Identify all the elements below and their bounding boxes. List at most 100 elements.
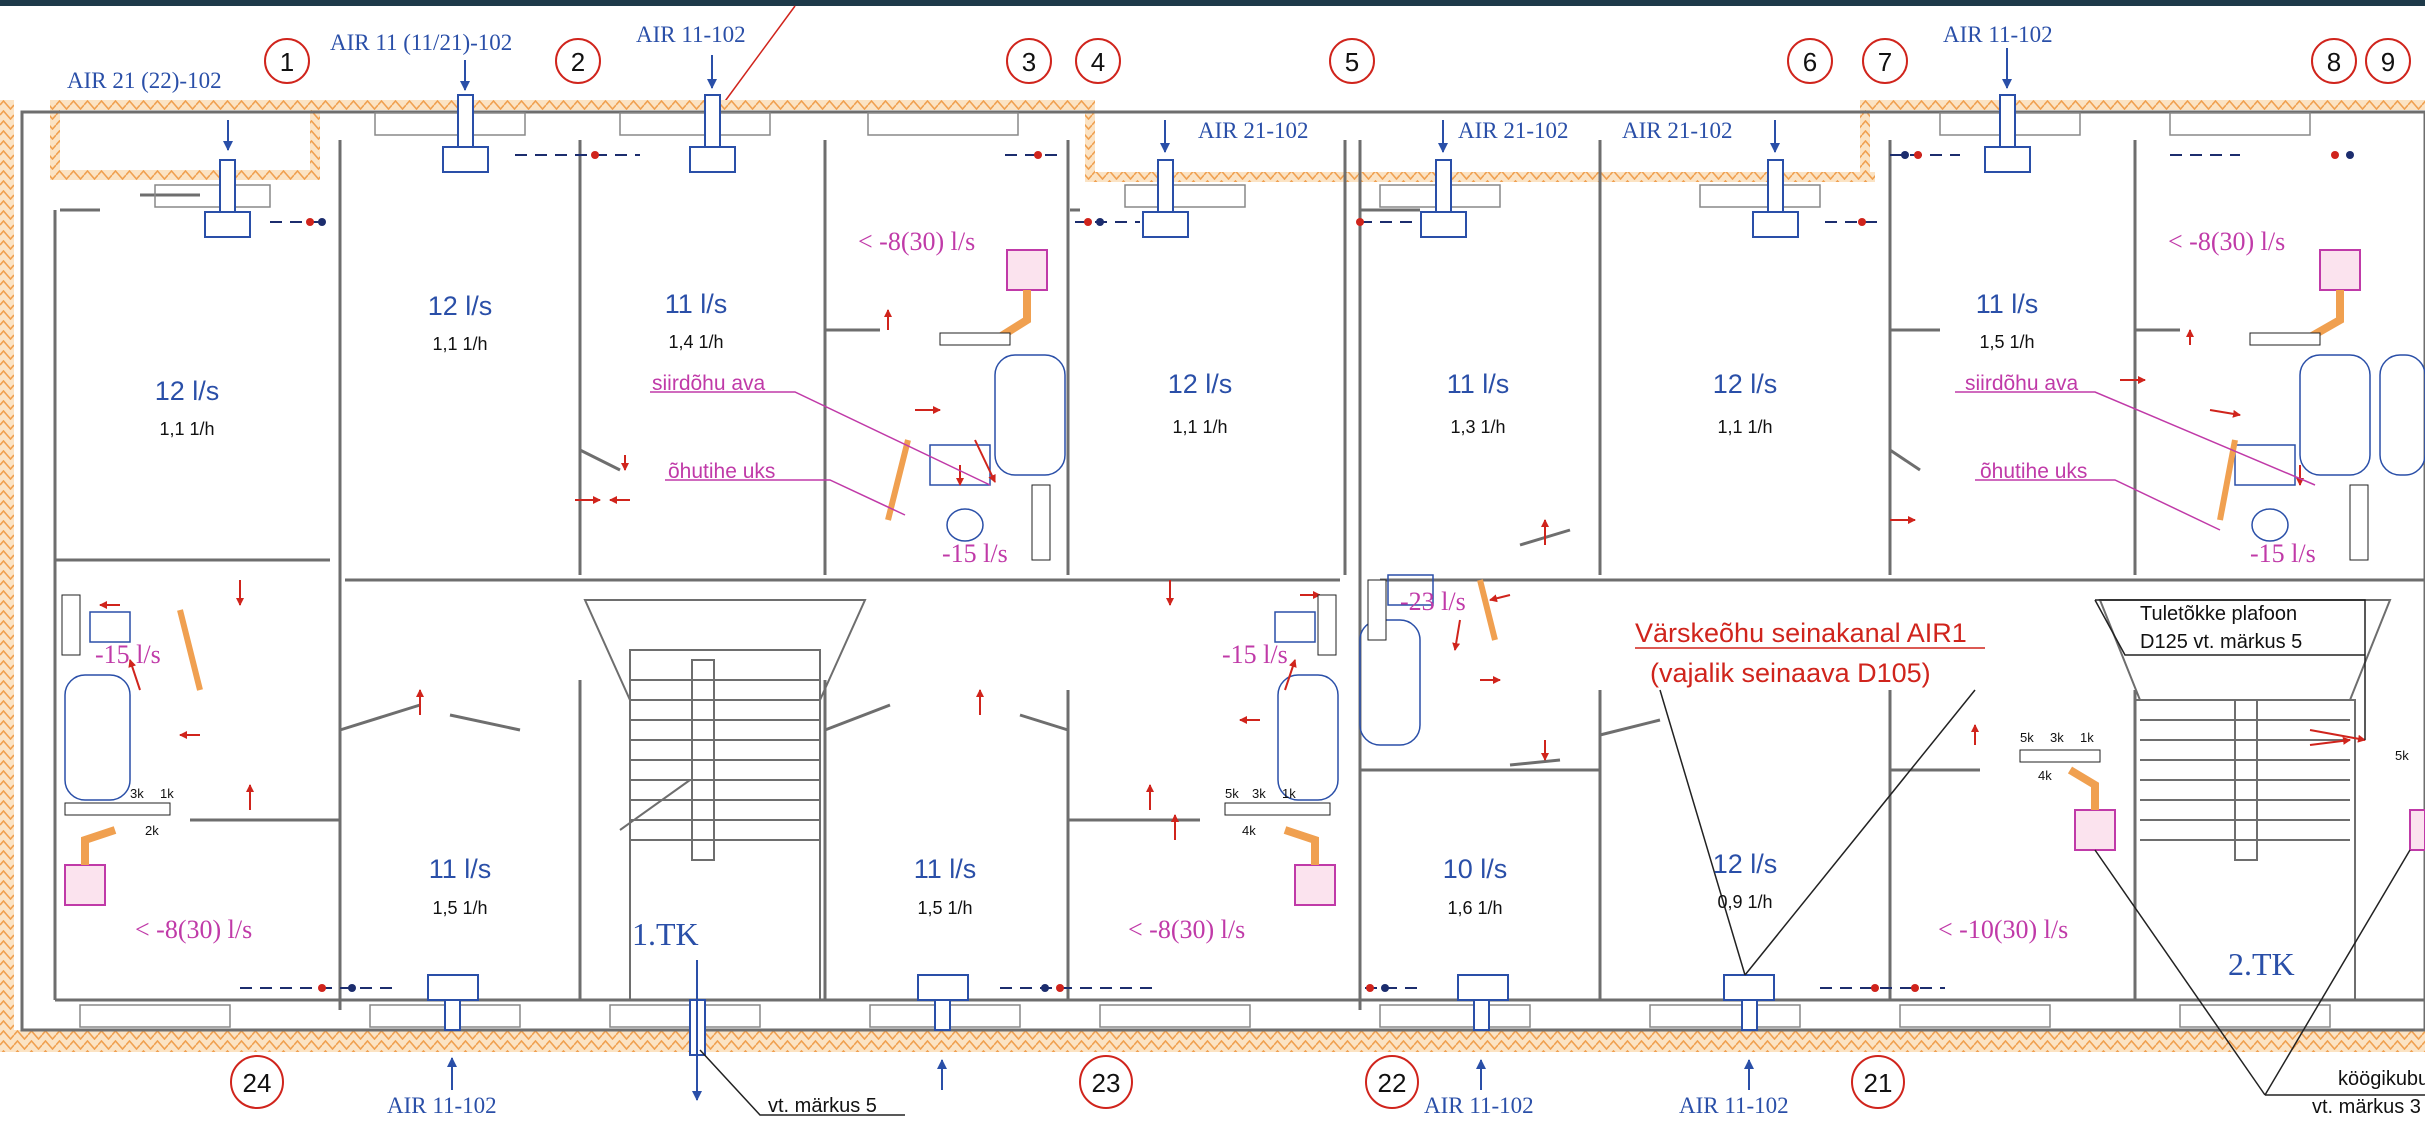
supply-ducts — [204, 94, 2031, 1056]
valve-label: 5k — [1225, 786, 1239, 801]
valve-label: 3k — [130, 786, 144, 801]
valve-label: 2k — [145, 823, 159, 838]
exhaust-ducts — [64, 249, 2425, 906]
room-flow: 12 l/s — [428, 291, 493, 321]
exhaust-bath: -15 l/s — [1222, 640, 1288, 669]
valve-label: 1k — [160, 786, 174, 801]
fire-door-note: õhutihe uks — [1980, 460, 2087, 483]
fire-door-note: õhutihe uks — [668, 460, 775, 483]
axis-number: 1 — [280, 47, 294, 77]
room-flow: 11 l/s — [665, 289, 728, 319]
supply-arrows — [223, 48, 2012, 1101]
leader-lines — [650, 391, 2425, 1116]
room-flow: 12 l/s — [1168, 369, 1233, 399]
service-lines — [240, 154, 2240, 989]
room-rate: 0,9 1/h — [1717, 892, 1772, 912]
axis-number: 8 — [2327, 47, 2341, 77]
axis-marker — [264, 38, 310, 84]
room-flow: 11 l/s — [429, 854, 492, 884]
valve-label: 3k — [1252, 786, 1266, 801]
room-flow: 12 l/s — [155, 376, 220, 406]
axis-number: 23 — [1092, 1068, 1121, 1098]
air-label: AIR 21-102 — [1622, 118, 1733, 143]
room-rate: 1,5 1/h — [1979, 332, 2034, 352]
stair-label: 2.TK — [2228, 946, 2295, 982]
air-label: AIR 21-102 — [1458, 118, 1569, 143]
exhaust-kitchen: < -8(30) l/s — [1128, 915, 1245, 944]
windows — [79, 112, 2331, 1028]
axis-number: 5 — [1345, 47, 1359, 77]
exhaust-kitchen: < -8(30) l/s — [2168, 227, 2285, 256]
exhaust-kitchen: < -8(30) l/s — [858, 227, 975, 256]
room-rate: 1,5 1/h — [917, 898, 972, 918]
room-rate: 1,1 1/h — [1717, 417, 1772, 437]
fresh-air-note: Värskeõhu seinakanal AIR1 — [1635, 618, 1967, 648]
room-flow: 11 l/s — [1976, 289, 2039, 319]
axis-marker — [1365, 1055, 1419, 1109]
room-rate: 1,5 1/h — [432, 898, 487, 918]
fire-plafond-note-sub: D125 vt. märkus 5 — [2140, 631, 2302, 653]
exhaust-bath: -15 l/s — [2250, 539, 2316, 568]
valve-label: 3k — [2050, 730, 2064, 745]
axis-number: 2 — [571, 47, 585, 77]
axis-marker — [555, 38, 601, 84]
grilles — [61, 332, 2369, 816]
transfer-opening-note: siirdõhu ava — [1965, 372, 2079, 395]
room-flow: 12 l/s — [1713, 849, 1778, 879]
axis-number: 9 — [2381, 47, 2395, 77]
air-label: AIR 11-102 — [387, 1093, 497, 1118]
room-labels: 12 l/s 1,1 1/h 12 l/s 1,1 1/h 11 l/s 1,4… — [155, 289, 2039, 918]
service-dots — [306, 151, 2354, 992]
room-rate: 1,1 1/h — [1172, 417, 1227, 437]
air-label: AIR 11-102 — [1943, 22, 2053, 47]
axis-markers — [230, 38, 2411, 1109]
axis-marker — [1851, 1055, 1905, 1109]
valve-label: 5k — [2020, 730, 2034, 745]
axis-marker — [1079, 1055, 1133, 1109]
axis-number: 24 — [243, 1068, 272, 1098]
room-rate: 1,4 1/h — [668, 332, 723, 352]
exhaust-kitchen: < -10(30) l/s — [1938, 915, 2068, 944]
fresh-air-note-sub: (vajalik seinaava D105) — [1650, 658, 1931, 688]
room-rate: 1,3 1/h — [1450, 417, 1505, 437]
valve-label: 1k — [2080, 730, 2094, 745]
axis-marker — [1329, 38, 1375, 84]
room-flow: 12 l/s — [1713, 369, 1778, 399]
axis-marker — [2365, 38, 2411, 84]
axis-number: 22 — [1378, 1068, 1407, 1098]
air-label: AIR 21-102 — [1198, 118, 1309, 143]
air-label: AIR 11-102 — [1679, 1093, 1789, 1118]
annotation-notes: siirdõhu ava õhutihe uks siirdõhu ava õh… — [652, 372, 2425, 1118]
axis-numbers: 1 2 3 4 5 6 7 8 9 24 23 22 21 — [243, 47, 2396, 1098]
room-flow: 11 l/s — [914, 854, 977, 884]
axis-number: 6 — [1803, 47, 1817, 77]
room-flow: 10 l/s — [1443, 854, 1508, 884]
kitchen-hood-note: köögikubu — [2338, 1068, 2425, 1090]
axis-marker — [1787, 38, 1833, 84]
exhaust-bath: -15 l/s — [95, 640, 161, 669]
staircase-1 — [583, 599, 867, 1001]
exhaust-bath: -15 l/s — [942, 539, 1008, 568]
air-label: AIR 11-102 — [636, 22, 746, 47]
stair-labels: 1.TK 2.TK — [632, 916, 2295, 982]
air-labels: AIR 21 (22)-102 AIR 11 (11/21)-102 AIR 1… — [67, 22, 2053, 1118]
insulation-band — [0, 100, 2425, 1052]
airflow-arrows — [99, 309, 2366, 840]
axis-marker — [1075, 38, 1121, 84]
valve-labels: 5k 3k 1k 2k 5k 3k 1k 4k 5k 3k 1k 4k 5k — [84, 730, 2409, 838]
axis-marker — [1006, 38, 1052, 84]
see-note-3: vt. märkus 3 — [2312, 1096, 2421, 1118]
exhaust-values: < -8(30) l/s < -8(30) l/s < -8(30) l/s <… — [95, 227, 2316, 944]
see-note-5: vt. märkus 5 — [768, 1095, 877, 1117]
room-flow: 11 l/s — [1447, 369, 1510, 399]
bathroom-fixtures — [64, 354, 2425, 801]
air-label: AIR 21 (22)-102 — [67, 68, 222, 93]
axis-marker — [230, 1055, 284, 1109]
fire-plafond-note: Tuletõkke plafoon — [2140, 603, 2297, 625]
air-label: AIR 11-102 — [1424, 1093, 1534, 1118]
valve-label: 1k — [1282, 786, 1296, 801]
walls — [20, 110, 2425, 1032]
axis-number: 7 — [1878, 47, 1892, 77]
